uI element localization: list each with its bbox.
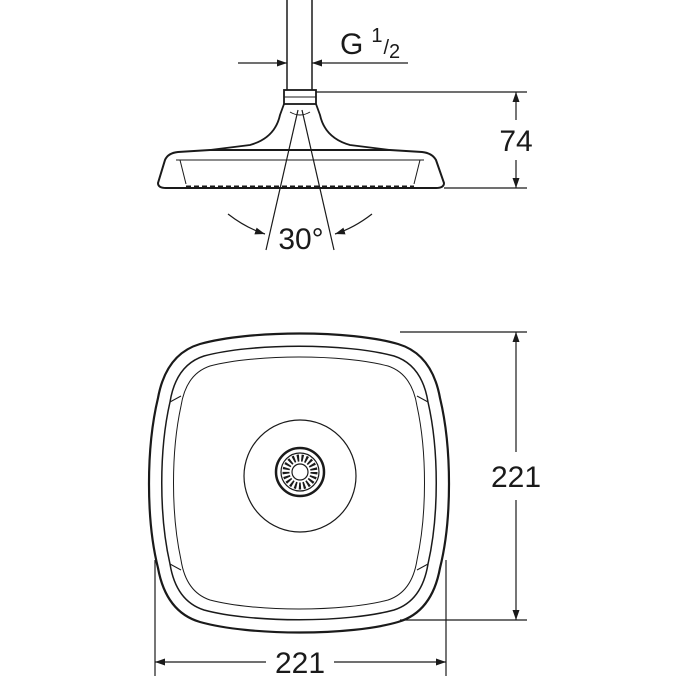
width-value: 221 bbox=[275, 647, 325, 680]
depth-dimension: 221 bbox=[400, 331, 541, 621]
connector-core bbox=[291, 463, 309, 481]
angle-arrow-right bbox=[334, 213, 373, 235]
head-outline-inner bbox=[161, 345, 437, 621]
side-view bbox=[156, 0, 446, 251]
connector-thread bbox=[282, 454, 318, 490]
ball-joint-outer bbox=[274, 446, 326, 498]
head-neck bbox=[209, 103, 391, 151]
head-outline-outer bbox=[147, 332, 451, 634]
angle-arrow-left bbox=[227, 213, 266, 235]
width-dimension: 221 bbox=[154, 560, 447, 680]
height-value: 74 bbox=[499, 125, 532, 158]
center-disc bbox=[243, 419, 357, 533]
top-view bbox=[147, 332, 451, 634]
spray-angle-label: 30° bbox=[278, 223, 323, 256]
height-dimension: 74 bbox=[316, 91, 533, 189]
depth-value: 221 bbox=[491, 461, 541, 494]
shower-head-body bbox=[156, 149, 446, 189]
spray-line-right bbox=[301, 109, 335, 251]
spray-line-left bbox=[265, 109, 299, 251]
head-face-edge bbox=[173, 356, 425, 610]
